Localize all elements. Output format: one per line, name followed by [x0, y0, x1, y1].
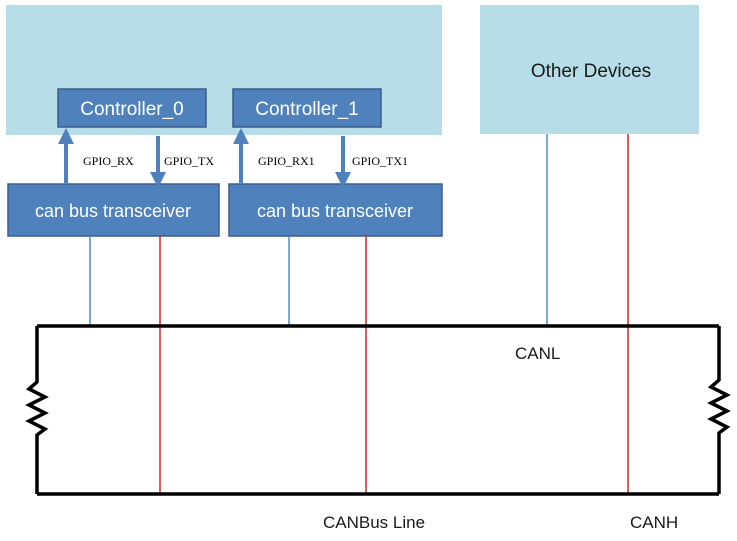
canbus-line-label: CANBus Line [323, 513, 425, 532]
transceiver-1: can bus transceiver [228, 183, 443, 237]
transceiver-0-label: can bus transceiver [35, 201, 191, 221]
gpio-tx-label: GPIO_TX [164, 154, 214, 168]
gpio-tx1-label: GPIO_TX1 [352, 154, 408, 168]
canl-label: CANL [515, 344, 560, 363]
right-resistor-icon [707, 326, 731, 494]
bus-loop [37, 324, 719, 496]
controller-1-label: Controller_1 [255, 99, 359, 120]
other-devices-region: Other Devices [480, 5, 699, 134]
canh-label: CANH [630, 513, 678, 532]
controller-0-label: Controller_0 [80, 99, 184, 120]
gpio-rx1-label: GPIO_RX1 [258, 154, 315, 168]
other-devices-label: Other Devices [531, 61, 651, 82]
transceiver-0: can bus transceiver [7, 183, 220, 237]
controller-0: Controller_0 [57, 88, 207, 128]
gpio-rx-label: GPIO_RX [83, 154, 134, 168]
left-resistor-icon [25, 326, 49, 494]
controller-1: Controller_1 [232, 88, 382, 128]
transceiver-1-label: can bus transceiver [257, 201, 413, 221]
